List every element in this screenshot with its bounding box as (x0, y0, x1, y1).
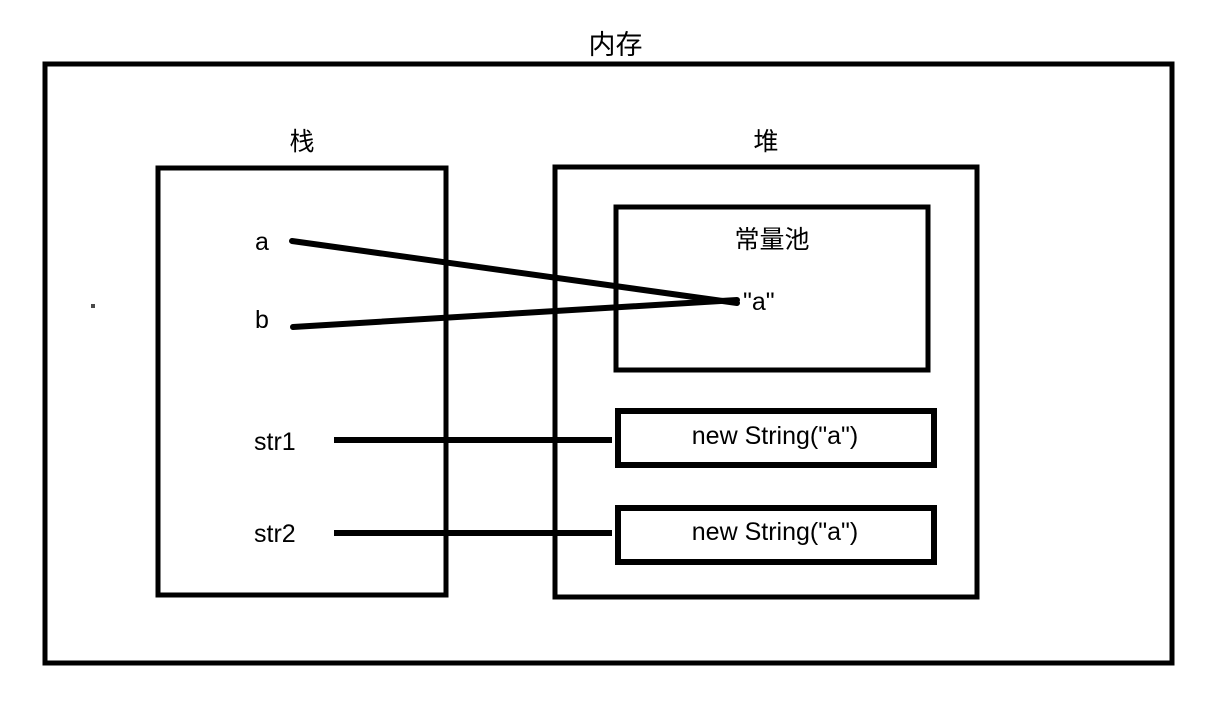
stack-variable-a: a (255, 228, 269, 256)
stack-variable-str2: str2 (254, 520, 296, 548)
reference-line-a (289, 238, 740, 306)
reference-line-b (290, 297, 740, 330)
stack-variable-b: b (255, 306, 269, 334)
stray-dot-artifact (91, 304, 95, 308)
constant-pool-literal: "a" (743, 288, 775, 316)
heap-region-label: 堆 (753, 128, 779, 156)
constant-pool-box (613, 204, 931, 373)
heap-object-box-2 (615, 505, 937, 565)
page-title: 内存 (588, 30, 643, 60)
stack-variable-str1: str1 (254, 428, 296, 456)
heap-object-box-1 (615, 408, 937, 468)
heap-object-label-2-clip: new String("a") (618, 508, 934, 556)
heap-object-label-1: new String("a") (691, 422, 859, 450)
heap-object-label-2: new String("a") (691, 518, 859, 546)
constant-pool-label: 常量池 (734, 226, 810, 254)
stack-box (155, 165, 449, 598)
stack-region-label: 栈 (289, 128, 315, 156)
